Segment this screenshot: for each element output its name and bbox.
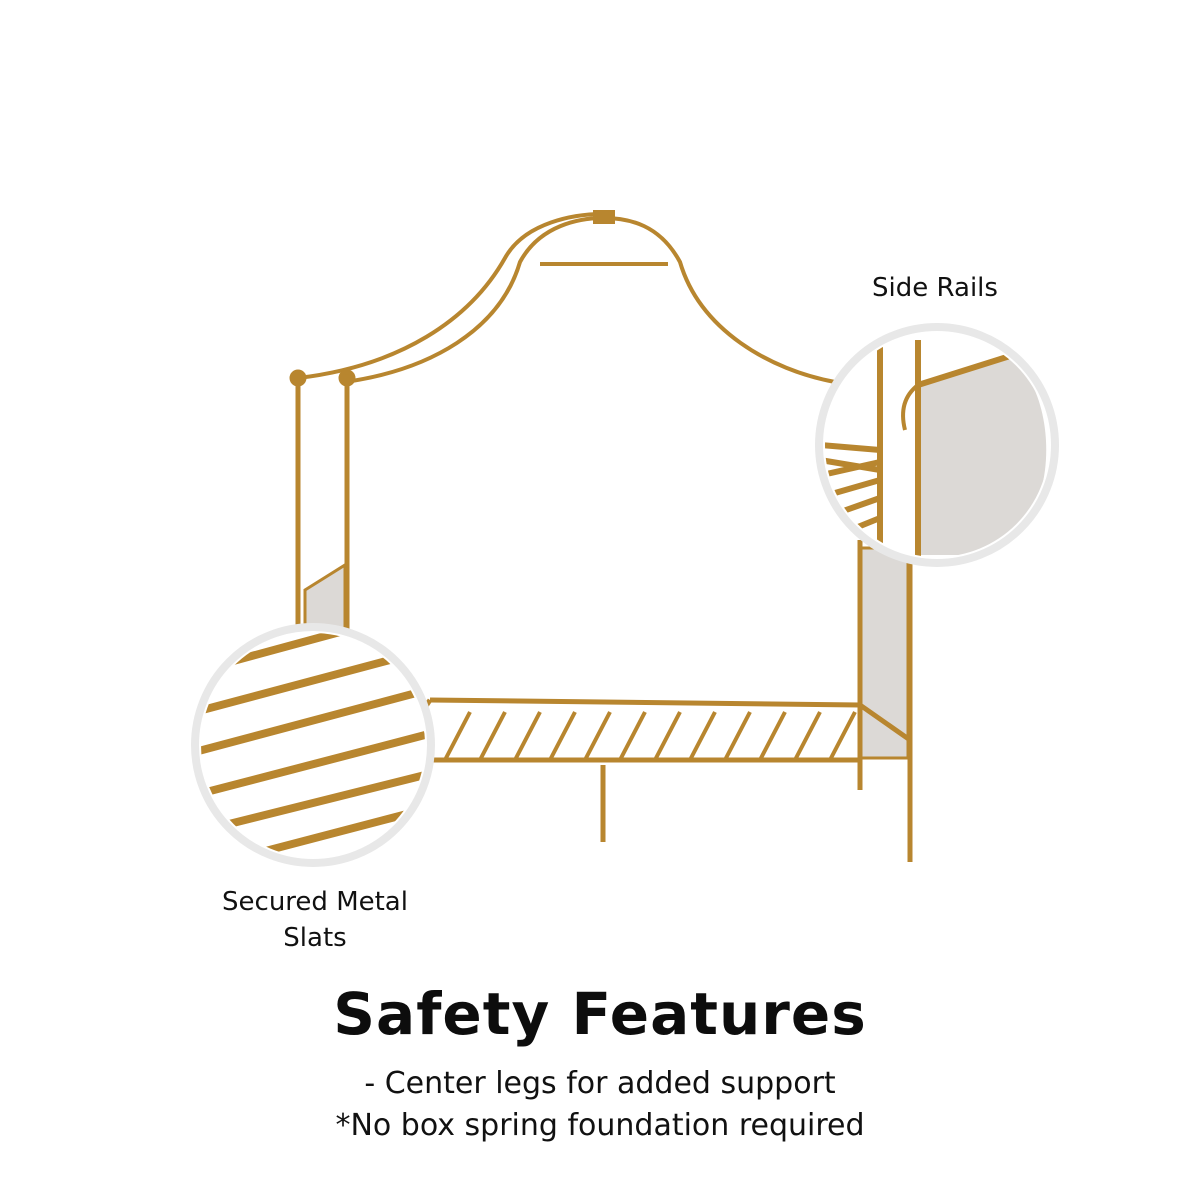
secured-metal-slats-label: Secured Metal Slats: [190, 884, 440, 956]
side-rails-zoom-callout: [815, 323, 1059, 567]
feature-no-box-spring: *No box spring foundation required: [335, 1108, 865, 1143]
headboard: [857, 540, 913, 862]
foot-posts: [289, 369, 356, 650]
bed-slats: [443, 711, 857, 761]
side-rails-label: Side Rails: [872, 273, 998, 303]
slats-zoom-callout: [191, 623, 435, 867]
slats-label-line1: Secured Metal: [222, 887, 408, 917]
slats-label-line2: Slats: [283, 923, 347, 953]
feature-center-legs: - Center legs for added support: [364, 1066, 836, 1101]
canopy-frame: [297, 210, 836, 384]
center-legs: [600, 760, 863, 842]
safety-features-heading: Safety Features: [333, 980, 867, 1048]
